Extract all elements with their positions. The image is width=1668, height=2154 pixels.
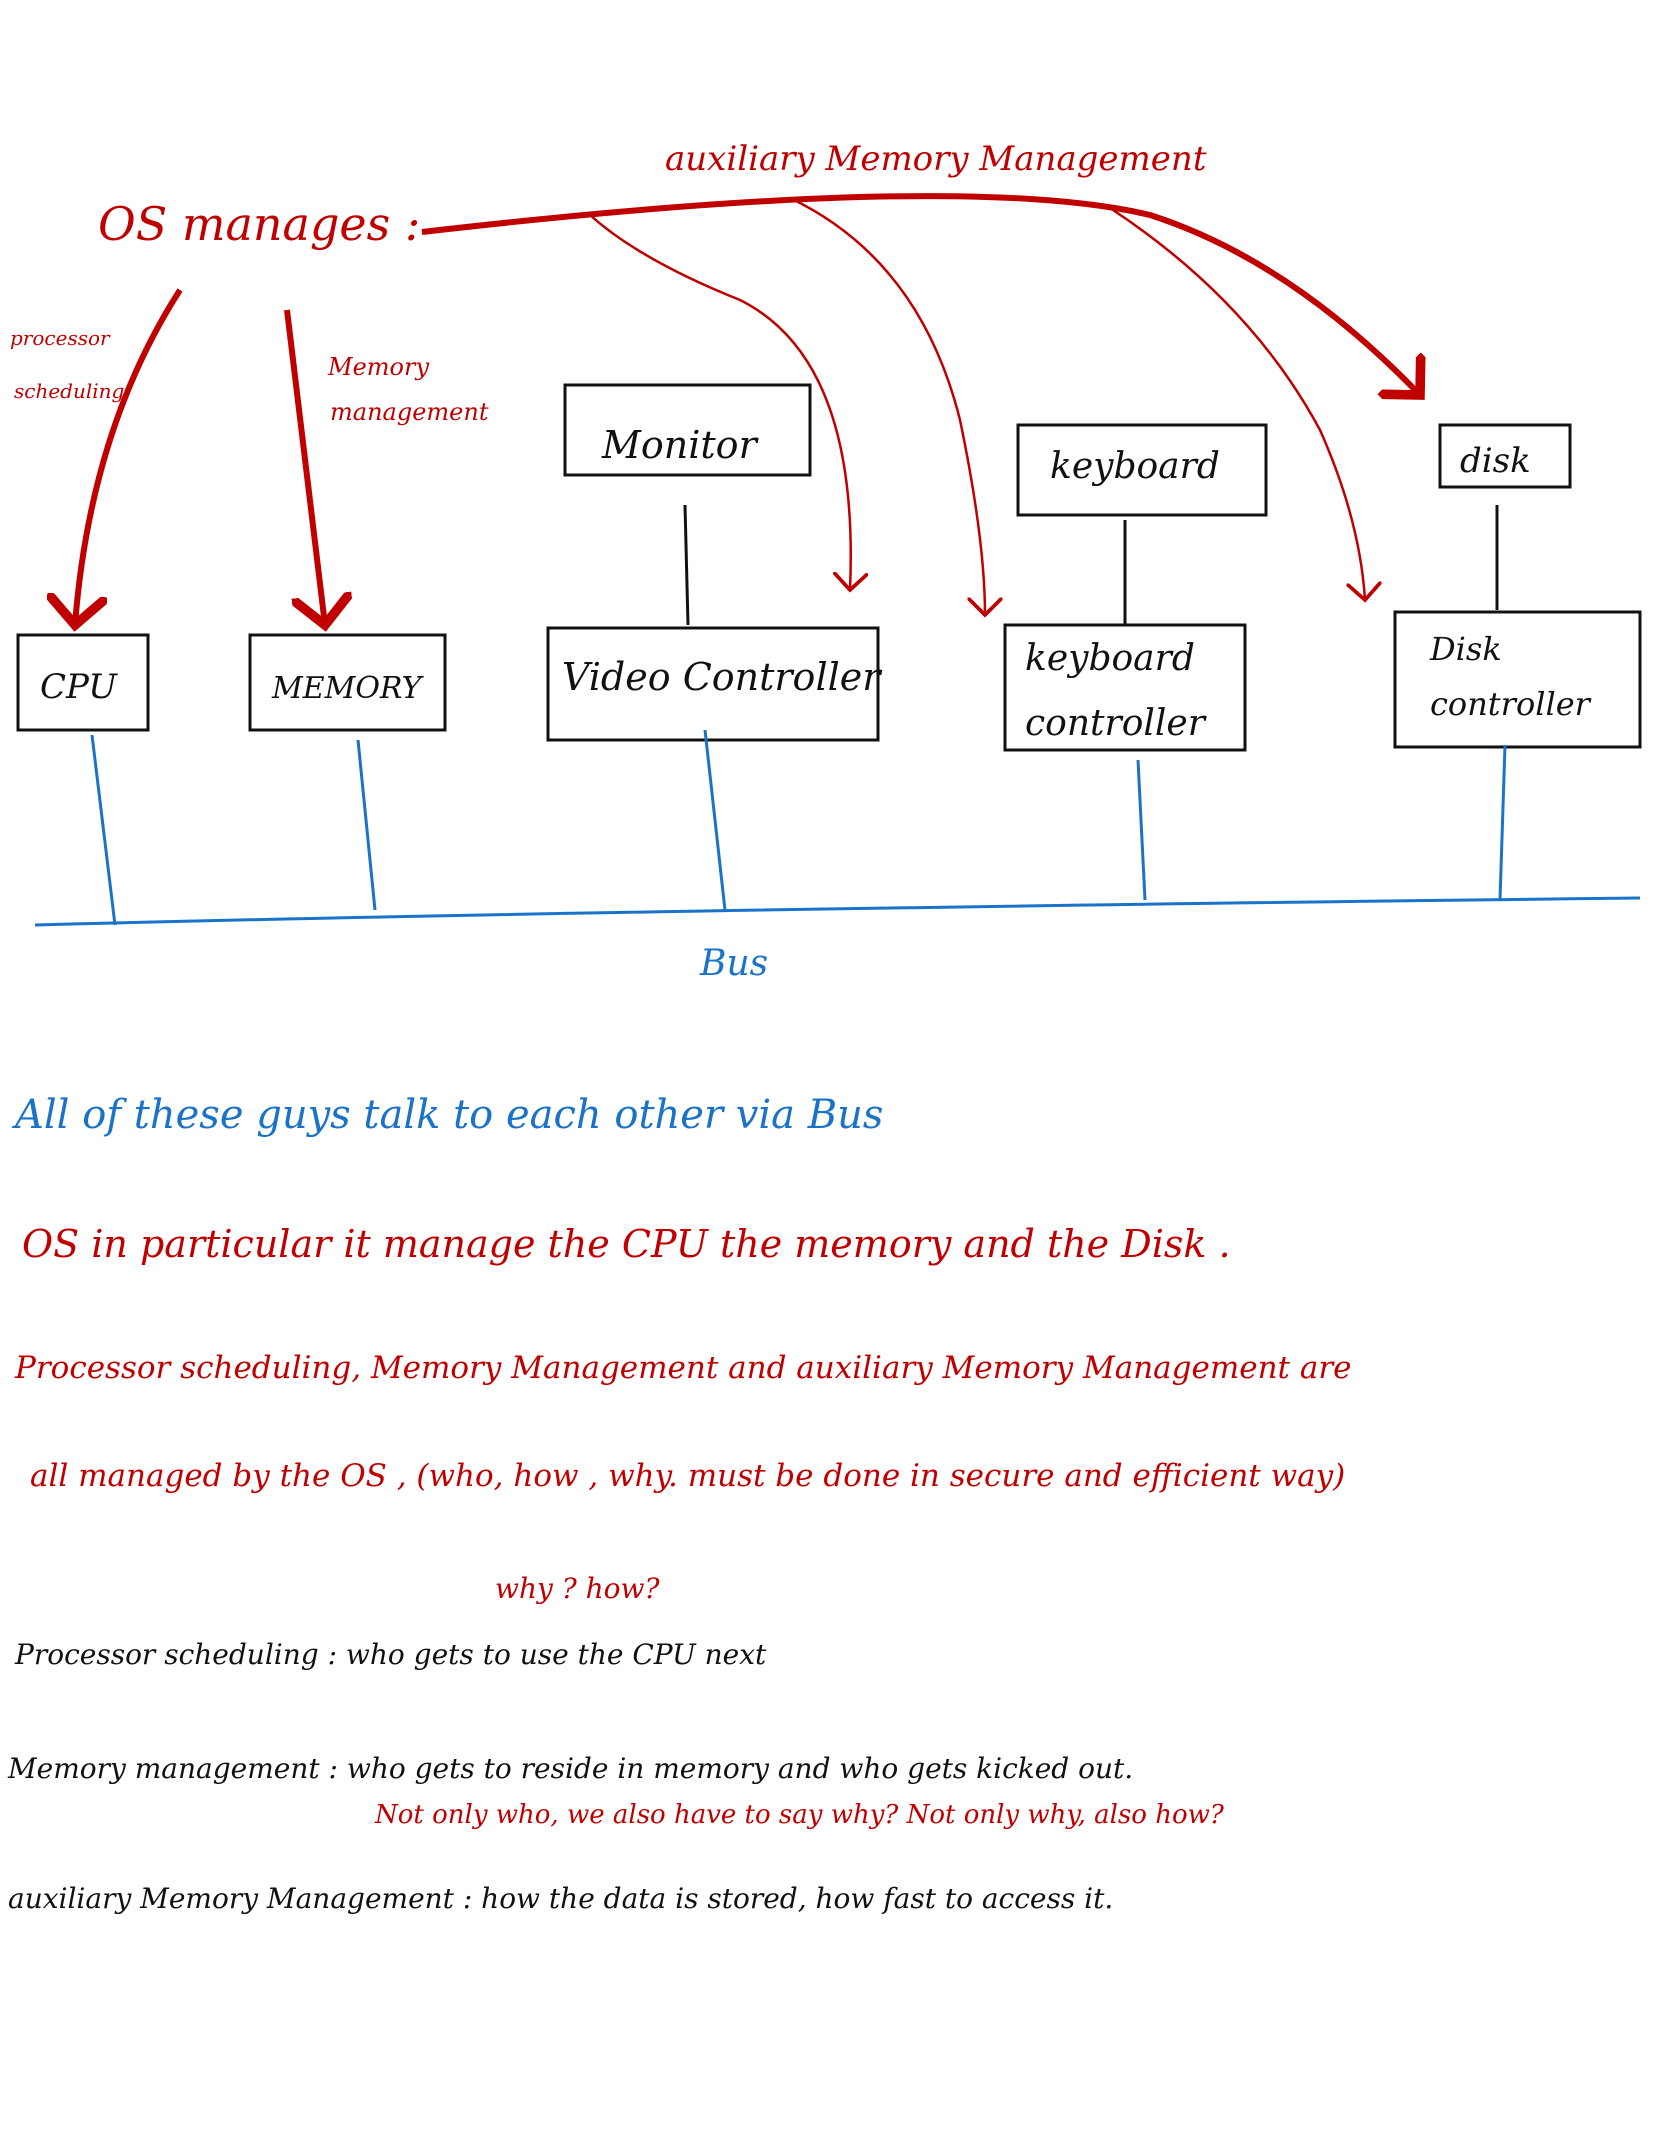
arrow-aux-to-keyboard xyxy=(789,196,985,615)
note-managed-list: Processor scheduling, Memory Management … xyxy=(15,1350,1352,1386)
bus-drop-memory xyxy=(356,739,377,911)
bus-drop-cpu xyxy=(90,734,117,926)
note-auxiliary-memory: auxiliary Memory Management : how the da… xyxy=(8,1882,1114,1915)
note-processor-scheduling: Processor scheduling : who gets to use t… xyxy=(15,1638,767,1671)
arrow-aux-to-video xyxy=(589,214,851,590)
keyboard-controller-label-1: keyboard xyxy=(1025,638,1195,679)
disk-controller-label-2: controller xyxy=(1430,685,1592,723)
keyboard-controller-box xyxy=(1003,623,1247,752)
keyboard-box xyxy=(1016,423,1268,517)
video-controller-box xyxy=(546,626,880,742)
note-bus: All of these guys talk to each other via… xyxy=(15,1092,884,1138)
bus-drop-video xyxy=(703,729,727,911)
disk-label: disk xyxy=(1460,441,1531,481)
note-os-manages: OS in particular it manage the CPU the m… xyxy=(22,1222,1231,1266)
arrow-aux-to-disk-controller xyxy=(1109,206,1365,600)
processor-scheduling-label: processor xyxy=(10,326,111,350)
cpu-box xyxy=(16,633,150,732)
note-memory-management: Memory management : who gets to reside i… xyxy=(8,1752,1134,1785)
memory-management-label-2: management xyxy=(330,398,489,426)
note-why-how: why ? how? xyxy=(495,1572,660,1605)
note-not-only: Not only who, we also have to say why? N… xyxy=(375,1800,1224,1830)
disk-controller-label-1: Disk xyxy=(1429,630,1502,668)
memory-label: MEMORY xyxy=(271,671,425,706)
disk-box xyxy=(1438,423,1572,489)
monitor-label: Monitor xyxy=(601,423,760,467)
bus-drop-keyboard xyxy=(1136,759,1147,901)
bus-label: Bus xyxy=(699,943,768,984)
cpu-label: CPU xyxy=(40,667,118,707)
arrow-os-to-cpu xyxy=(75,288,183,625)
auxiliary-label: auxiliary Memory Management xyxy=(665,139,1207,179)
monitor-connector xyxy=(683,504,690,626)
memory-box xyxy=(248,633,447,732)
note-managed-by-os: all managed by the OS , (who, how , why.… xyxy=(30,1458,1346,1494)
memory-management-label: Memory xyxy=(327,353,429,381)
keyboard-label: keyboard xyxy=(1050,446,1220,487)
os-label: OS manages : xyxy=(98,197,420,251)
disk-controller-box xyxy=(1393,610,1642,749)
processor-scheduling-label-2: scheduling xyxy=(14,379,124,403)
arrow-os-to-memory xyxy=(284,309,325,625)
keyboard-controller-label-2: controller xyxy=(1025,703,1207,744)
bus-line xyxy=(34,896,1641,927)
arrow-os-to-disk xyxy=(421,193,1420,395)
monitor-box xyxy=(563,383,812,477)
video-controller-label: Video Controller xyxy=(562,655,883,699)
bus-drop-disk xyxy=(1498,744,1507,901)
